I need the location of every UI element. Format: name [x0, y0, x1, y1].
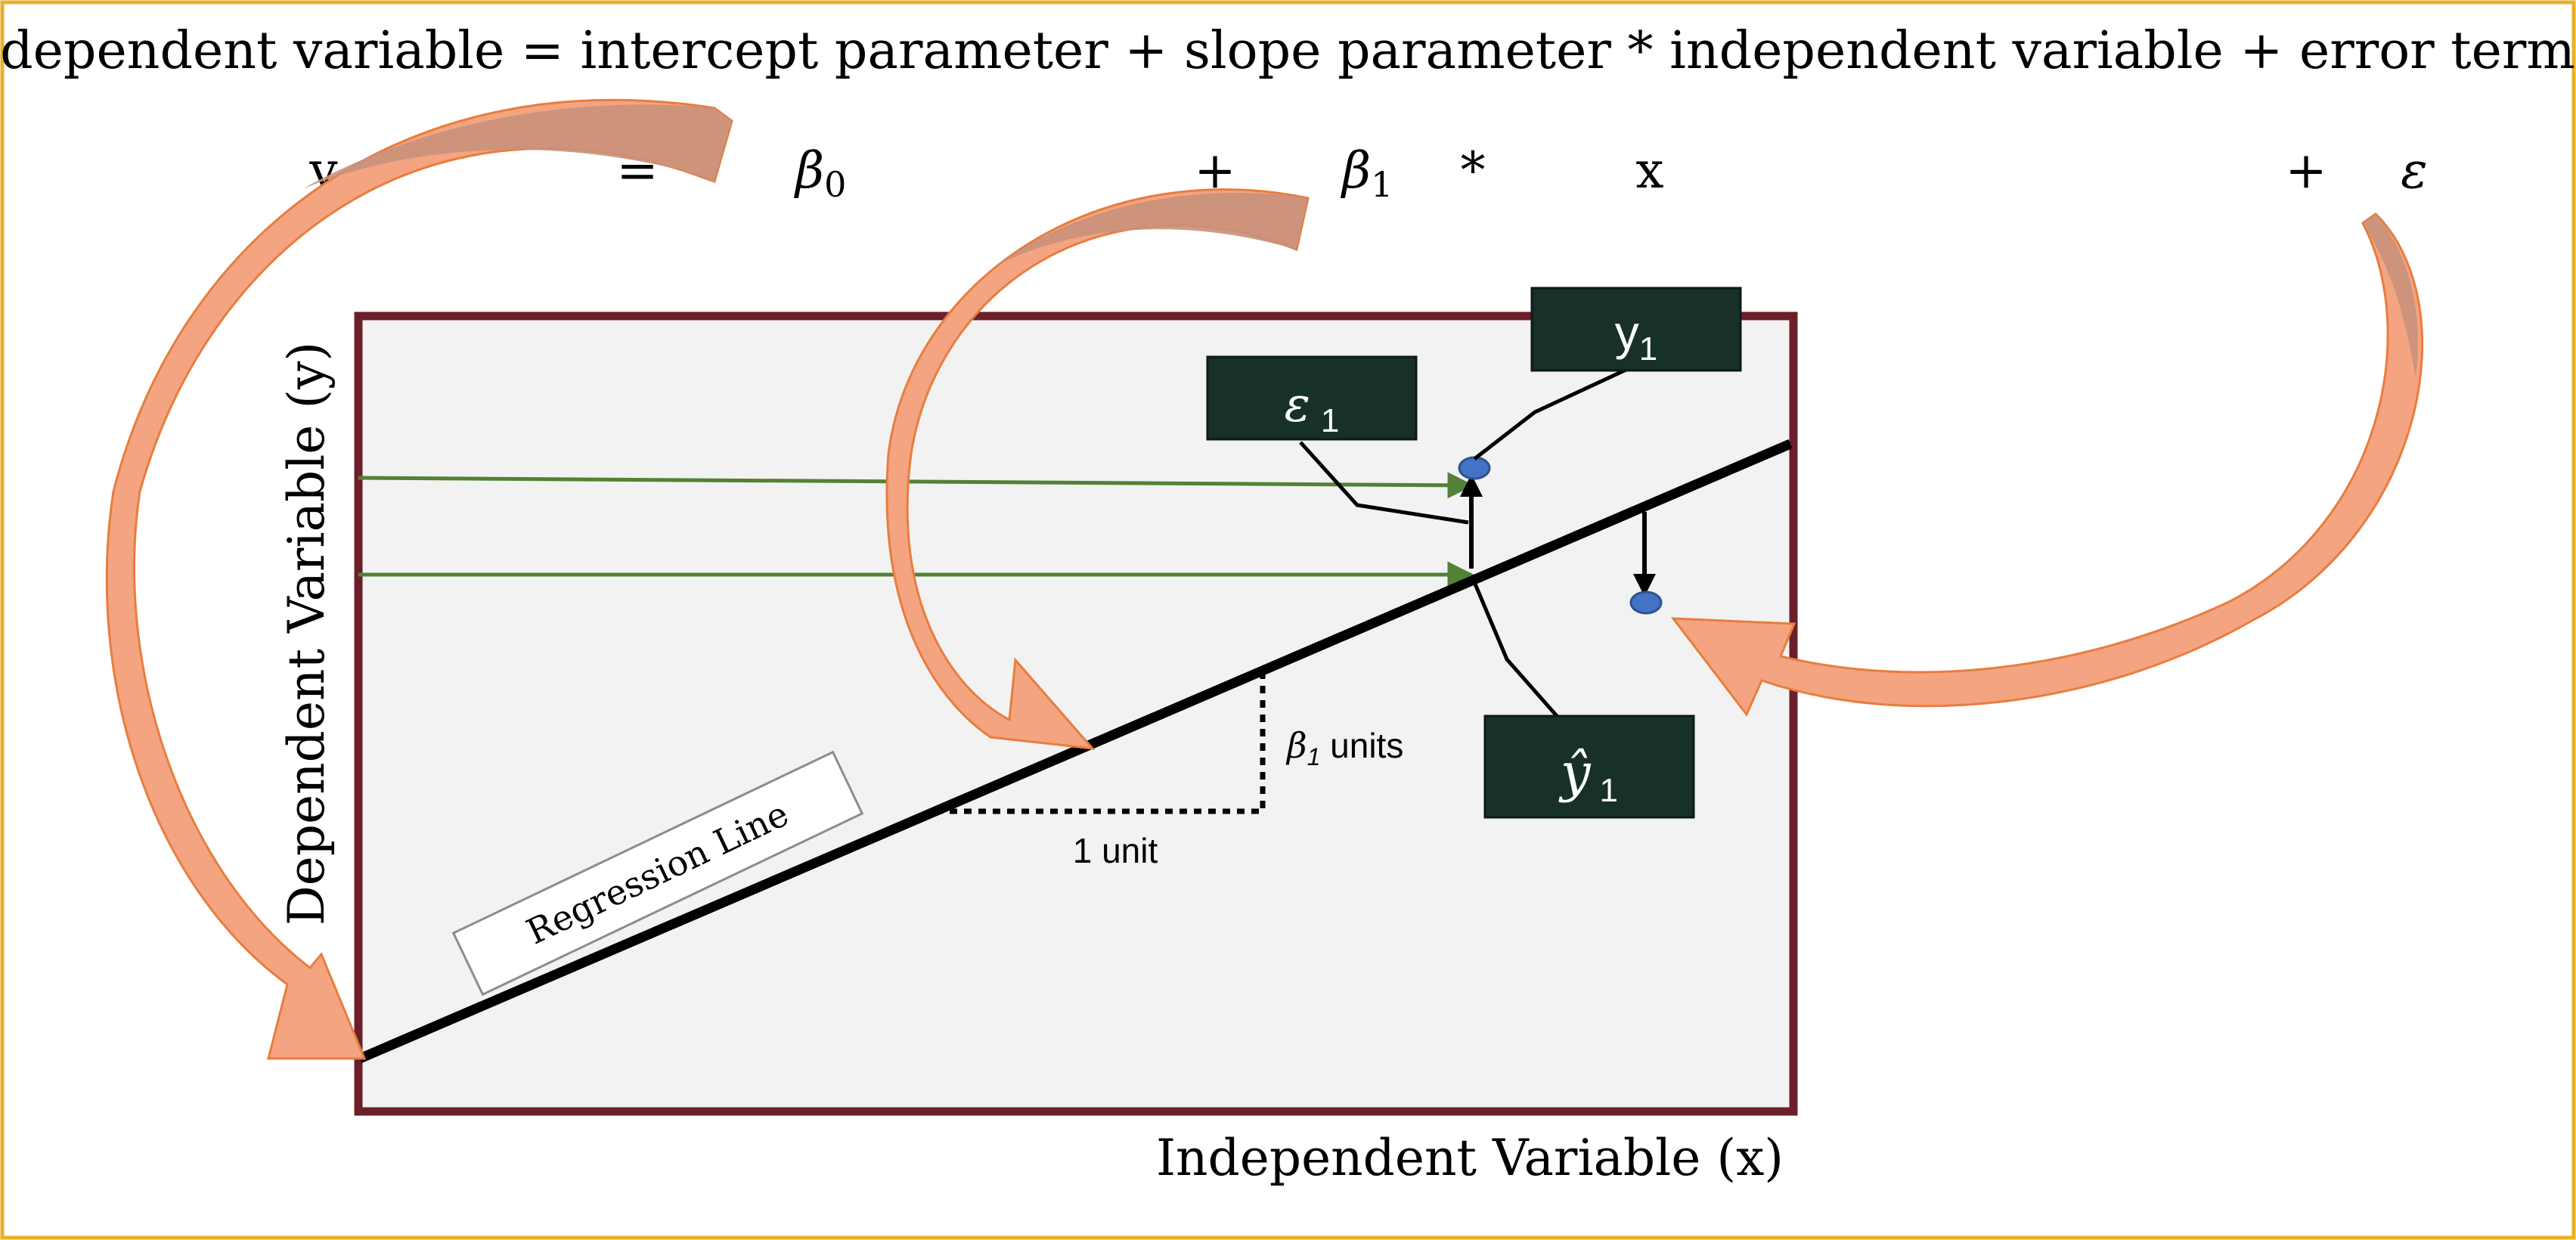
error-curved-arrow [1670, 212, 2424, 717]
connector-eps1 [1299, 441, 1469, 525]
eq-beta0: β0 [793, 141, 846, 205]
slope-curved-arrow [885, 188, 1310, 750]
label-box-y1: y1 [1530, 287, 1742, 372]
one-unit-label: 1 unit [1073, 831, 1158, 870]
slope-units-label: β1 units [1285, 725, 1403, 770]
eq-times: * [1461, 141, 1486, 200]
regression-line [358, 439, 1793, 1063]
svg-text:ε1: ε1 [1285, 377, 1340, 439]
svg-text:y1: y1 [1615, 305, 1657, 367]
connector-y1 [1473, 366, 1631, 460]
eq-plus-2: + [2285, 141, 2326, 200]
eq-x: x [1635, 141, 1663, 200]
data-point-2 [1629, 591, 1663, 615]
plot-area [354, 312, 1798, 1116]
equation-title: dependent variable = intercept parameter… [0, 21, 2575, 81]
data-point-1 [1458, 456, 1491, 480]
connector-yhat1 [1472, 581, 1559, 718]
x-axis-label: Independent Variable (x) [1156, 1129, 1784, 1187]
eq-epsilon: ε [2401, 141, 2427, 200]
svg-text:ŷ1: ŷ1 [1558, 742, 1618, 809]
slope-triangle [935, 671, 1266, 814]
eq-beta1: β1 [1340, 141, 1393, 205]
intercept-curved-arrow [105, 98, 733, 1060]
green-arrow-y1 [358, 472, 1474, 499]
y-axis-label: Dependent Variable (y) [277, 342, 336, 925]
